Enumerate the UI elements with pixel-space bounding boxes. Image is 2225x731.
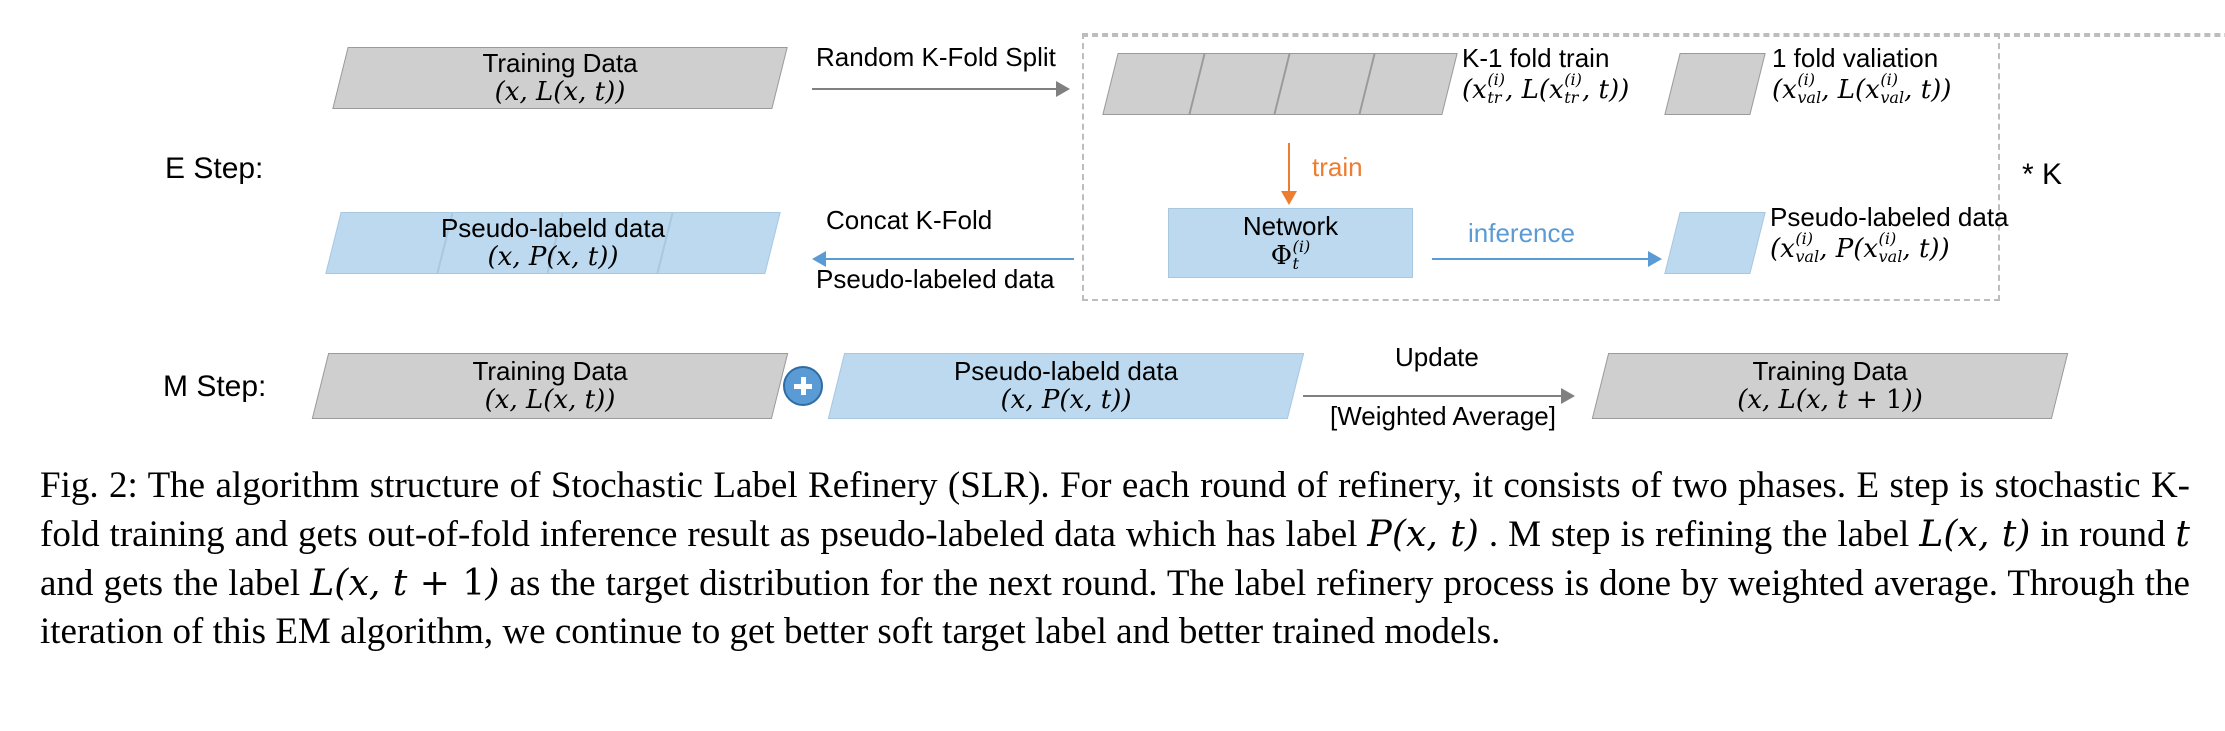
pseudo-labeld-concat-title: Pseudo-labeld data [440, 212, 666, 243]
m-step-training-data-math: (x, L(x, t)) [484, 385, 616, 415]
concat-arrow-label-top: Concat K-Fold [826, 205, 993, 235]
update-arrow-line [1303, 395, 1565, 397]
network-box: Network Φ(i)t [1168, 208, 1413, 278]
inference-arrow-head-icon [1648, 251, 1662, 267]
e-step-label: E Step: [165, 152, 264, 185]
k1-fold-train-math: (x(i)tr, L(x(i)tr, t)) [1462, 70, 1630, 107]
caption-figure-number: Fig. 2: [40, 465, 138, 506]
figure-diagram: E Step: M Step: * K Training Data (x, L(… [163, 33, 2225, 431]
caption-part-2: . M step is refining the label [1478, 514, 1920, 556]
concat-arrow-head-icon [812, 251, 826, 267]
inference-arrow-label: inference [1468, 218, 1575, 248]
m-step-training-data-box: Training Data (x, L(x, t)) [311, 353, 789, 419]
m-step-label: M Step: [163, 370, 267, 403]
pseudo-labeled-out-math: (x(i)val, P(x(i)val, t)) [1770, 229, 1950, 266]
plus-circle-icon [783, 366, 823, 406]
caption-part-5: as the target distribution for the next … [40, 563, 2190, 653]
update-arrow-head-icon [1561, 388, 1575, 404]
train-arrow-line [1288, 143, 1290, 195]
m-step-training-data-title: Training Data [472, 355, 628, 386]
k1-fold-train-title: K-1 fold train [1462, 43, 1610, 73]
split-arrow-label: Random K-Fold Split [816, 42, 1056, 72]
concat-arrow-line [826, 258, 1074, 260]
one-fold-validation-box [1664, 53, 1766, 115]
one-fold-validation-title: 1 fold valiation [1772, 43, 1939, 73]
training-data-title: Training Data [482, 47, 638, 78]
e-step-dashed-container [1082, 33, 2000, 301]
train-arrow-head-icon [1281, 191, 1297, 205]
caption-math-3: t [2175, 512, 2190, 556]
pseudo-labeled-out-box [1664, 212, 1766, 274]
pseudo-labeld-concat-box: Pseudo-labeld data (x, P(x, t)) [325, 212, 781, 274]
e-step-training-data-box: Training Data (x, L(x, t)) [332, 47, 788, 109]
m-step-pseudo-data-title: Pseudo-labeld data [953, 355, 1179, 386]
pseudo-labeld-concat-math: (x, P(x, t)) [487, 242, 619, 272]
caption-math-2: L(x, t) [1919, 512, 2031, 556]
m-step-result-title: Training Data [1752, 355, 1908, 386]
repeat-k-annotation: * K [2022, 158, 2063, 191]
update-arrow-label-bottom: [Weighted Average] [1330, 401, 1556, 431]
m-step-pseudo-data-math: (x, P(x, t)) [1000, 385, 1132, 415]
pseudo-labeled-out-label: Pseudo-labeled data (x(i)val, P(x(i)val,… [1770, 202, 2009, 266]
caption-math-1: P(x, t) [1367, 512, 1479, 556]
figure-caption: Fig. 2: The algorithm structure of Stoch… [40, 462, 2190, 656]
caption-part-3: in round [2030, 514, 2176, 556]
pseudo-labeled-out-title: Pseudo-labeled data [1770, 202, 2009, 232]
update-arrow-label-top: Update [1395, 342, 1479, 372]
train-arrow-label: train [1312, 152, 1363, 182]
m-step-result-math: (x, L(x, t + 1)) [1737, 385, 1923, 415]
network-math: Φ(i)t [1270, 236, 1311, 274]
caption-part-4: and gets the label [40, 563, 311, 605]
network-title: Network [1242, 210, 1339, 241]
one-fold-validation-label: 1 fold valiation (x(i)val, L(x(i)val, t)… [1772, 43, 1952, 107]
m-step-pseudo-data-box: Pseudo-labeld data (x, P(x, t)) [827, 353, 1305, 419]
concat-arrow-label-bottom: Pseudo-labeled data [816, 264, 1055, 294]
k1-fold-train-label: K-1 fold train (x(i)tr, L(x(i)tr, t)) [1462, 43, 1630, 107]
k1-fold-train-box [1102, 53, 1458, 115]
training-data-math: (x, L(x, t)) [494, 77, 626, 107]
split-arrow-line [812, 88, 1060, 90]
inference-arrow-line [1432, 258, 1652, 260]
split-arrow-head-icon [1056, 81, 1070, 97]
one-fold-validation-math: (x(i)val, L(x(i)val, t)) [1772, 70, 1952, 107]
m-step-result-box: Training Data (x, L(x, t + 1)) [1591, 353, 2069, 419]
caption-part-1: The algorithm structure of Stochastic La… [40, 465, 2190, 556]
caption-math-4: L(x, t + 1) [310, 561, 500, 605]
